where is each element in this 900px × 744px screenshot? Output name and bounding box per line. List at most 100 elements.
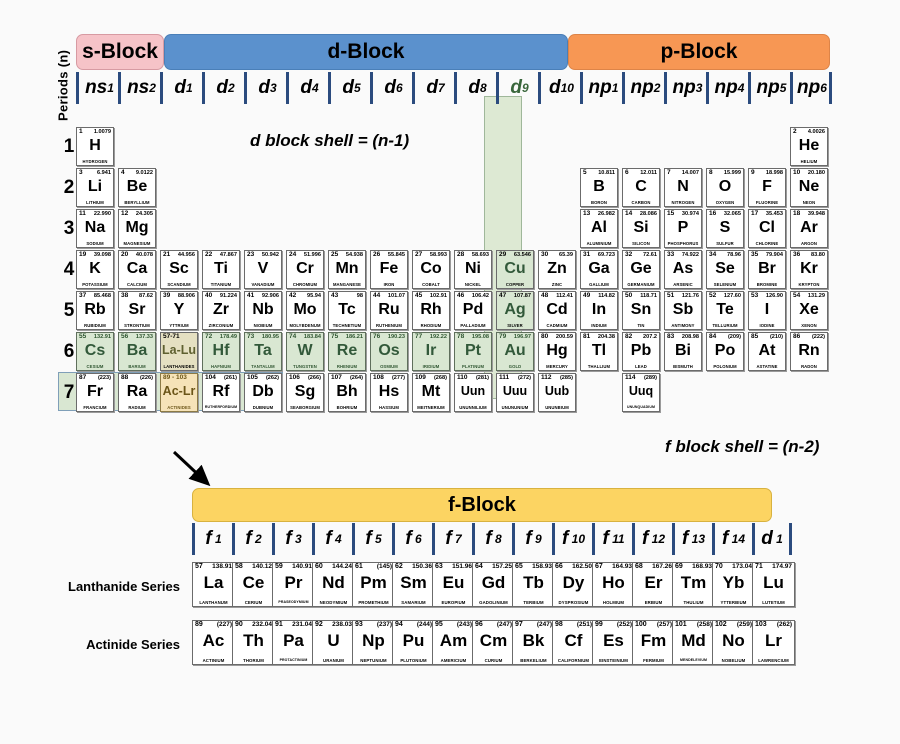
element-cell-yb[interactable]: 70173.04YbYTTERBIUM	[712, 562, 755, 607]
element-cell-cu[interactable]: 2963.546CuCOPPER	[496, 250, 534, 289]
element-cell-hs[interactable]: 108(277)HsHASSIUM	[370, 373, 408, 412]
element-cell-li[interactable]: 36.941LiLITHIUM	[76, 168, 114, 207]
element-cell-th[interactable]: 90232.04ThTHORIUM	[232, 620, 275, 665]
element-cell-ag[interactable]: 47107.87AgSILVER	[496, 291, 534, 330]
element-cell-fe[interactable]: 2655.845FeIRON	[370, 250, 408, 289]
element-cell-uuu[interactable]: 111(272)UuuUNUNUNIUM	[496, 373, 534, 412]
element-cell-bh[interactable]: 107(264)BhBOHRIUM	[328, 373, 366, 412]
element-cell-la[interactable]: 57138.91LaLANTHANUM	[192, 562, 235, 607]
element-cell-br[interactable]: 3579.904BrBROMINE	[748, 250, 786, 289]
element-cell-al[interactable]: 1326.982AlALUMINIUM	[580, 209, 618, 248]
element-cell-pu[interactable]: 94(244)PuPLUTONIUM	[392, 620, 435, 665]
element-cell-c[interactable]: 612.011CCARBON	[622, 168, 660, 207]
element-cell-fm[interactable]: 100(257)FmFERMIUM	[632, 620, 675, 665]
element-cell-n[interactable]: 714.007NNITROGEN	[664, 168, 702, 207]
element-cell-uub[interactable]: 112(285)UubUNUNBIUM	[538, 373, 576, 412]
element-cell-ra[interactable]: 88(226)RaRADIUM	[118, 373, 156, 412]
element-cell-zr[interactable]: 4091.224ZrZIRCONIUM	[202, 291, 240, 330]
element-cell-cr[interactable]: 2451.996CrCHROMIUM	[286, 250, 324, 289]
element-cell-ni[interactable]: 2858.693NiNICKEL	[454, 250, 492, 289]
element-cell-si[interactable]: 1428.086SiSILICON	[622, 209, 660, 248]
element-cell-fr[interactable]: 87(223)FrFRANCIUM	[76, 373, 114, 412]
element-cell-u[interactable]: 92238.03UURANIUM	[312, 620, 355, 665]
element-cell-ar[interactable]: 1839.948ArARGON	[790, 209, 828, 248]
element-cell-te[interactable]: 52127.60TeTELLURIUM	[706, 291, 744, 330]
element-cell-cd[interactable]: 48112.41CdCADMIUM	[538, 291, 576, 330]
element-cell-rh[interactable]: 45102.91RhRHODIUM	[412, 291, 450, 330]
element-cell-at[interactable]: 85(210)AtASTATINE	[748, 332, 786, 371]
element-cell-hg[interactable]: 80200.59HgMERCURY	[538, 332, 576, 371]
element-cell-as[interactable]: 3374.922AsARSENIC	[664, 250, 702, 289]
element-cell-pr[interactable]: 59140.91PrPRASEODYMIUM	[272, 562, 315, 607]
element-cell-f[interactable]: 918.998FFLUORINE	[748, 168, 786, 207]
element-cell-pa[interactable]: 91231.04PaPROTACTINIUM	[272, 620, 315, 665]
element-cell-mg[interactable]: 1224.305MgMAGNESIUM	[118, 209, 156, 248]
element-cell-rn[interactable]: 86(222)RnRADON	[790, 332, 828, 371]
element-cell-w[interactable]: 74183.84WTUNGSTEN	[286, 332, 324, 371]
element-cell-cf[interactable]: 98(251)CfCALIFORNIUM	[552, 620, 595, 665]
element-cell-ir[interactable]: 77192.22IrIRIDIUM	[412, 332, 450, 371]
element-cell-o[interactable]: 815.999OOXYGEN	[706, 168, 744, 207]
element-cell-nb[interactable]: 4192.906NbNIOBIUM	[244, 291, 282, 330]
element-cell-lr[interactable]: 103(262)LrLAWRENCIUM	[752, 620, 795, 665]
element-cell-db[interactable]: 105(262)DbDUBNIUM	[244, 373, 282, 412]
element-cell-eu[interactable]: 63151.96EuEUROPIUM	[432, 562, 475, 607]
element-cell-ac[interactable]: 89(227)AcACTINIUM	[192, 620, 235, 665]
element-cell-ba[interactable]: 56137.33BaBARIUM	[118, 332, 156, 371]
element-cell-se[interactable]: 3478.96SeSELENIUM	[706, 250, 744, 289]
element-cell-tm[interactable]: 69168.93TmTHULIUM	[672, 562, 715, 607]
element-cell-os[interactable]: 76190.23OsOSMIUM	[370, 332, 408, 371]
element-cell-cs[interactable]: 55132.91CsCESIUM	[76, 332, 114, 371]
element-cell-es[interactable]: 99(252)EsEINSTEINIUM	[592, 620, 635, 665]
element-cell-tc[interactable]: 4398TcTECHNETIUM	[328, 291, 366, 330]
element-cell-ne[interactable]: 1020.180NeNEON	[790, 168, 828, 207]
element-cell-ho[interactable]: 67164.93HoHOLMIUM	[592, 562, 635, 607]
element-cell-p[interactable]: 1530.974PPHOSPHORUS	[664, 209, 702, 248]
element-cell-er[interactable]: 68167.26ErERBIUM	[632, 562, 675, 607]
element-cell-tl[interactable]: 81204.38TlTHALLIUM	[580, 332, 618, 371]
element-cell-in[interactable]: 49114.82InINDIUM	[580, 291, 618, 330]
element-cell-kr[interactable]: 3683.80KrKRYPTON	[790, 250, 828, 289]
element-cell-sc[interactable]: 2144.956ScSCANDIUM	[160, 250, 198, 289]
element-cell-po[interactable]: 84(209)PoPOLONIUM	[706, 332, 744, 371]
element-cell-v[interactable]: 2350.942VVANADIUM	[244, 250, 282, 289]
element-cell-he[interactable]: 24.0026HeHELIUM	[790, 127, 828, 166]
element-cell-ce[interactable]: 58140.12CeCERIUM	[232, 562, 275, 607]
element-cell-ta[interactable]: 73180.95TaTANTALUM	[244, 332, 282, 371]
element-cell-lu[interactable]: 71174.97LuLUTETIUM	[752, 562, 795, 607]
element-cell-mn[interactable]: 2554.938MnMANGANESE	[328, 250, 366, 289]
element-cell-nd[interactable]: 60144.24NdNEODYMIUM	[312, 562, 355, 607]
element-cell-s[interactable]: 1632.065SSULFUR	[706, 209, 744, 248]
element-cell-dy[interactable]: 66162.50DyDYSPROSIUM	[552, 562, 595, 607]
element-cell-re[interactable]: 75186.21ReRHENIUM	[328, 332, 366, 371]
element-cell-au[interactable]: 79196.97AuGOLD	[496, 332, 534, 371]
element-cell-be[interactable]: 49.0122BeBERYLLIUM	[118, 168, 156, 207]
element-cell-am[interactable]: 95(243)AmAMERICIUM	[432, 620, 475, 665]
element-cell-sb[interactable]: 51121.76SbANTIMONY	[664, 291, 702, 330]
element-cell-co[interactable]: 2758.993CoCOBALT	[412, 250, 450, 289]
element-cell-pt[interactable]: 78195.08PtPLATINUM	[454, 332, 492, 371]
element-cell-uuq[interactable]: 114(289)UuqUNUNQUADIUM	[622, 373, 660, 412]
element-cell-no[interactable]: 102(259)NoNOBELIUM	[712, 620, 755, 665]
element-cell-tb[interactable]: 65158.93TbTERBIUM	[512, 562, 555, 607]
element-cell-mt[interactable]: 109(268)MtMEITNERIUM	[412, 373, 450, 412]
element-cell-zn[interactable]: 3065.39ZnZINC	[538, 250, 576, 289]
element-cell-cl[interactable]: 1735.453ClCHLORINE	[748, 209, 786, 248]
element-cell-rf[interactable]: 104(261)RfRUTHERFORDIUM	[202, 373, 240, 412]
element-cell-bk[interactable]: 97(247)BkBERKELIUM	[512, 620, 555, 665]
element-cell-cm[interactable]: 96(247)CmCURIUM	[472, 620, 515, 665]
element-cell-h[interactable]: 11.0079HHYDROGEN	[76, 127, 114, 166]
element-cell-gd[interactable]: 64157.25GdGADOLINIUM	[472, 562, 515, 607]
element-cell-uun[interactable]: 110(281)UunUNUNNILIUM	[454, 373, 492, 412]
element-cell-y[interactable]: 3988.906YYTTRIUM	[160, 291, 198, 330]
element-cell-xe[interactable]: 54131.29XeXENON	[790, 291, 828, 330]
element-cell-la-lu[interactable]: 57-71La-LuLANTHANIDES	[160, 332, 198, 371]
element-cell-ge[interactable]: 3272.61GeGERMANIUM	[622, 250, 660, 289]
element-cell-sn[interactable]: 50118.71SnTIN	[622, 291, 660, 330]
element-cell-ac-lr[interactable]: 89 - 103Ac-LrACTINIDES	[160, 373, 198, 412]
element-cell-np[interactable]: 93(237)NpNEPTUNIUM	[352, 620, 395, 665]
element-cell-i[interactable]: 53126.90IIODINE	[748, 291, 786, 330]
element-cell-b[interactable]: 510.811BBORON	[580, 168, 618, 207]
element-cell-sm[interactable]: 62150.36SmSAMARIUM	[392, 562, 435, 607]
element-cell-hf[interactable]: 72178.49HfHAFNIUM	[202, 332, 240, 371]
